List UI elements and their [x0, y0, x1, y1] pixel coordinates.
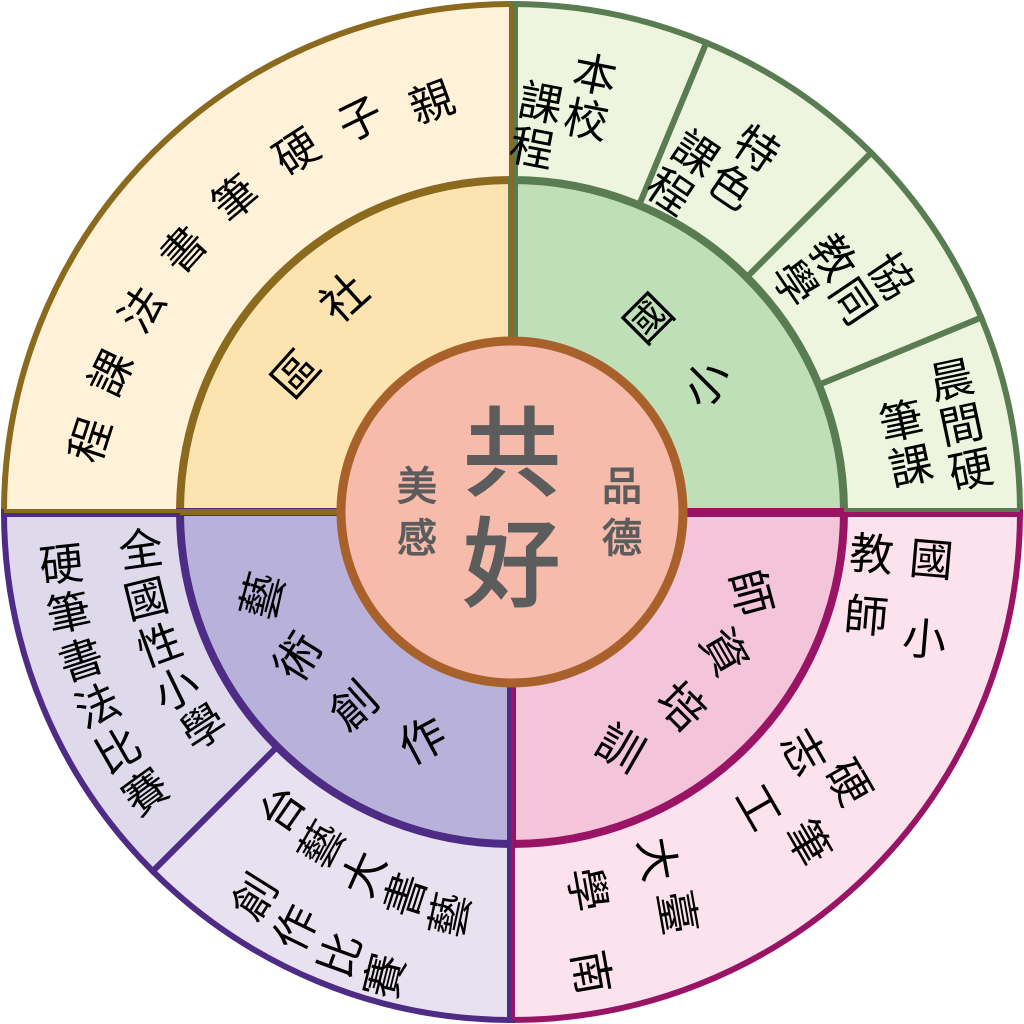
outer-label-char: 全 — [116, 522, 167, 579]
outer-label-char: 學 — [557, 863, 615, 915]
outer-label-school-curriculum: 本 校 課 程 — [505, 47, 621, 179]
center-left-char-1: 美 — [397, 464, 437, 510]
outer-label-char: 南 — [561, 946, 619, 998]
outer-label-char: 課 — [884, 438, 938, 497]
outer-label-char: 教 — [847, 528, 895, 583]
quadrant-teacher-training — [508, 508, 1024, 1024]
outer-label-char: 晨 — [925, 351, 979, 410]
outer-label-char: 藝 — [421, 888, 480, 942]
center-disc[interactable] — [336, 336, 688, 688]
center-right-char-1: 品 — [602, 464, 642, 510]
outer-label-char: 筆 — [42, 584, 96, 643]
outer-label-char: 校 — [559, 92, 612, 150]
outer-label-char: 硬 — [944, 441, 998, 500]
outer-label-char: 課 — [514, 75, 567, 133]
center-left-char-2: 感 — [397, 516, 437, 562]
outer-label-char: 本 — [568, 47, 621, 105]
outer-label-char: 臺 — [647, 886, 705, 938]
center-right-char-2: 德 — [602, 516, 642, 562]
outer-label-elementary-teachers: 國 小 教 師 — [842, 528, 955, 668]
center-title-char-2: 好 — [463, 509, 560, 621]
outer-label-char: 間 — [935, 396, 989, 455]
center-title-char-1: 共 — [464, 398, 560, 510]
outer-label-char: 國 — [907, 533, 955, 588]
outer-label-char: 小 — [900, 613, 948, 668]
outer-label-char: 大 — [627, 833, 685, 885]
quadrant-art-creation — [0, 508, 516, 1024]
outer-label-char: 師 — [842, 590, 890, 645]
outer-label-char: 筆 — [875, 393, 929, 452]
outer-label-morning-calligraphy: 晨 間 硬 筆 課 — [875, 351, 998, 500]
outer-label-char: 程 — [505, 120, 558, 178]
outer-label-char: 硬 — [37, 538, 86, 593]
center-circle: 共 好 美 感 品 德 — [336, 336, 688, 688]
outer-label-nutn: 臺 南 大 學 — [557, 833, 705, 998]
